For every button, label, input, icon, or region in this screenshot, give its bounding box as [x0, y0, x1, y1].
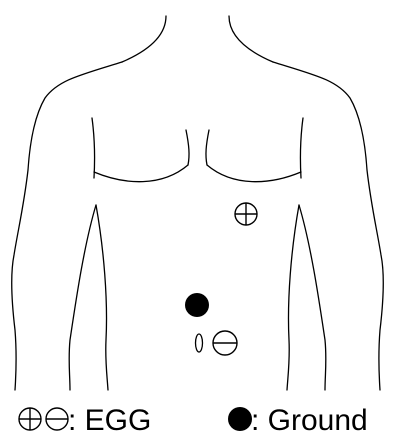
legend-negative-icon: [46, 408, 68, 430]
legend-positive-icon: [19, 408, 41, 430]
ground-electrode: [185, 293, 209, 317]
left-pectoral: [94, 165, 188, 182]
navel: [196, 334, 203, 352]
right-inner-arm: [299, 205, 326, 390]
egg-positive-electrode-upper: [235, 203, 257, 225]
right-body-side: [287, 205, 299, 390]
right-pectoral: [207, 165, 301, 182]
torso-outline: [12, 16, 383, 390]
legend: : EGG : Ground: [19, 404, 368, 437]
neck-left-line: [122, 16, 166, 62]
left-inner-arm: [69, 205, 96, 390]
sternum-right: [206, 130, 209, 165]
neck-right-line: [229, 16, 273, 62]
right-armpit: [300, 118, 303, 178]
legend-egg-label: : EGG: [68, 404, 151, 437]
sternum-left: [186, 130, 189, 165]
left-armpit: [92, 118, 95, 178]
egg-negative-electrode: [213, 331, 237, 355]
left-body-side: [96, 205, 108, 390]
legend-ground-icon: [228, 407, 252, 431]
legend-ground-label: : Ground: [251, 404, 368, 437]
